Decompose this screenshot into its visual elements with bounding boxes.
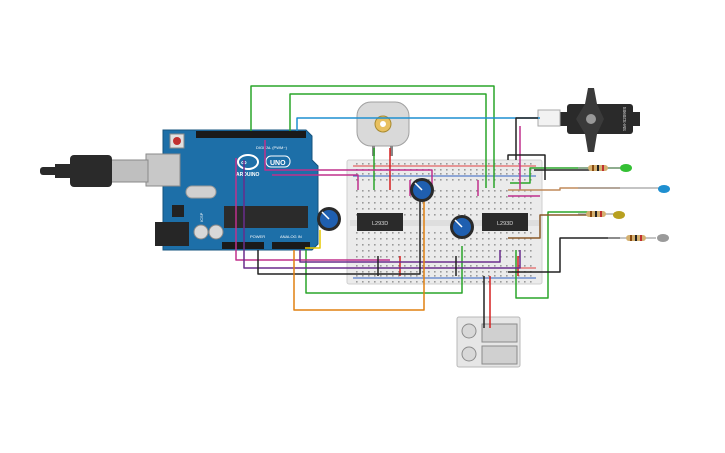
dc-motor[interactable] (356, 101, 410, 156)
chip-2-label: L293D (497, 221, 513, 227)
icsp-label: ICSP (199, 212, 204, 222)
arduino-brand-label: ARDUINO (236, 172, 259, 178)
resistor-4[interactable] (608, 235, 656, 241)
power-header-label: POWER (250, 234, 265, 239)
potentiometer-1[interactable] (317, 207, 341, 231)
potentiometer-2[interactable] (410, 178, 434, 202)
analog-header-label: ANALOG IN (280, 234, 302, 239)
led-green[interactable] (620, 164, 632, 172)
l293d-chip-1[interactable]: L293D (357, 213, 403, 231)
wires (235, 85, 620, 328)
chip-1-label: L293D (372, 221, 388, 227)
battery-pack[interactable] (456, 316, 521, 368)
led-blue[interactable] (658, 185, 670, 193)
usb-cable (40, 155, 149, 187)
potentiometer-3[interactable] (450, 215, 474, 239)
arduino-board[interactable]: ∞ UNO ARDUINO DIGITAL (PWM~) POWER ANALO… (145, 129, 319, 251)
servo-motor[interactable]: SM-S2090S (537, 88, 640, 152)
digital-header-label: DIGITAL (PWM~) (256, 145, 288, 150)
led-yellow[interactable] (613, 211, 625, 219)
breadboard-holes (356, 163, 532, 283)
servo-label: SM-S2090S (622, 107, 627, 131)
l293d-chip-2[interactable]: L293D (482, 213, 528, 231)
arduino-model-label: UNO (270, 160, 286, 167)
resistor-1[interactable] (578, 165, 620, 171)
resistor-3[interactable] (578, 211, 614, 217)
led-gray[interactable] (657, 234, 669, 242)
